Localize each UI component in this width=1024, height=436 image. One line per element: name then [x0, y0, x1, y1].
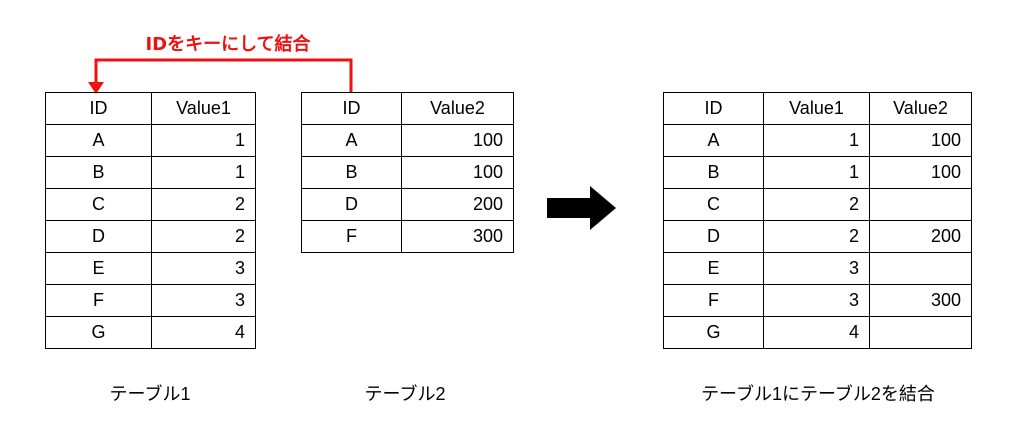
id-cell: B: [663, 156, 764, 189]
value-cell: 4: [763, 316, 870, 349]
column-header: Value2: [401, 92, 514, 125]
value-cell: 1: [151, 124, 256, 157]
value-cell: 100: [401, 156, 514, 189]
id-cell: D: [45, 220, 152, 253]
id-cell: D: [663, 220, 764, 253]
id-cell: E: [45, 252, 152, 285]
column-header: Value1: [763, 92, 870, 125]
value-cell: 300: [869, 284, 972, 317]
value-cell: 1: [763, 124, 870, 157]
id-cell: B: [45, 156, 152, 189]
value-cell: 3: [763, 252, 870, 285]
value-cell: 2: [763, 220, 870, 253]
down-arrow-icon: [88, 82, 104, 94]
value-cell: 300: [401, 220, 514, 253]
right-arrow-icon: [547, 186, 616, 230]
id-cell: D: [301, 188, 402, 221]
table-1-caption: テーブル1: [109, 384, 191, 404]
id-cell: G: [663, 316, 764, 349]
value-cell: 1: [151, 156, 256, 189]
id-cell: G: [45, 316, 152, 349]
value-cell: 200: [869, 220, 972, 253]
value-cell: [869, 316, 972, 349]
value-cell: 100: [869, 124, 972, 157]
value-cell: 100: [869, 156, 972, 189]
column-header: ID: [663, 92, 764, 125]
value-cell: 2: [151, 220, 256, 253]
value-cell: [869, 188, 972, 221]
id-cell: B: [301, 156, 402, 189]
id-cell: A: [301, 124, 402, 157]
value-cell: 3: [763, 284, 870, 317]
table-joined-caption: テーブル1にテーブル2を結合: [701, 384, 935, 404]
key-connector-line: [94, 58, 353, 92]
value-cell: 3: [151, 284, 256, 317]
id-cell: A: [45, 124, 152, 157]
id-cell: A: [663, 124, 764, 157]
column-header: ID: [45, 92, 152, 125]
id-cell: C: [45, 188, 152, 221]
value-cell: 4: [151, 316, 256, 349]
table-2-caption: テーブル2: [364, 384, 446, 404]
column-header: Value2: [869, 92, 972, 125]
id-cell: F: [301, 220, 402, 253]
column-header: ID: [301, 92, 402, 125]
key-label: IDをキーにして結合: [145, 34, 311, 55]
id-cell: F: [45, 284, 152, 317]
value-cell: 2: [151, 188, 256, 221]
id-cell: E: [663, 252, 764, 285]
id-cell: C: [663, 188, 764, 221]
value-cell: 1: [763, 156, 870, 189]
column-header: Value1: [151, 92, 256, 125]
value-cell: 3: [151, 252, 256, 285]
value-cell: [869, 252, 972, 285]
id-cell: F: [663, 284, 764, 317]
value-cell: 2: [763, 188, 870, 221]
value-cell: 200: [401, 188, 514, 221]
value-cell: 100: [401, 124, 514, 157]
